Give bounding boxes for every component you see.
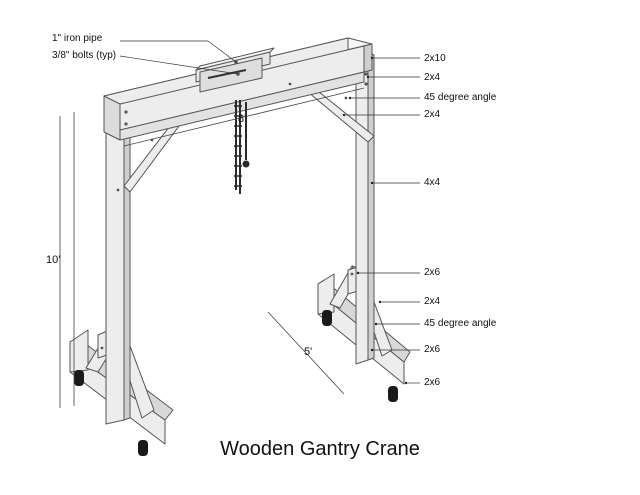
label-post-4x4: 4x4: [424, 177, 441, 188]
left-leg-assembly: [69, 91, 183, 445]
label-top-angle: 45 degree angle: [424, 92, 497, 103]
right-leg-assembly: [307, 51, 411, 385]
label-top-2x4: 2x4: [424, 72, 441, 83]
label-foot-2x4: 2x4: [424, 296, 441, 307]
leader-dots: [342, 56, 408, 385]
right-foot-pad: [317, 273, 335, 315]
dimension-span: 8': [238, 113, 247, 125]
beam-end-left: [103, 95, 121, 141]
leader-lines: [119, 40, 420, 384]
label-iron-pipe: 1" iron pipe: [52, 33, 103, 44]
center-cleat-lower: [199, 57, 263, 93]
label-foot-2x6-upper: 2x6: [424, 267, 441, 278]
wheels: [74, 310, 398, 456]
label-bolts: 3/8" bolts (typ): [52, 50, 117, 61]
label-brace-2x4: 2x4: [424, 109, 441, 120]
label-foot-2x6-base: 2x6: [424, 377, 441, 388]
chain-hoist: [234, 100, 250, 194]
right-post: [355, 51, 369, 365]
bolts: [100, 60, 368, 350]
diagram-title: Wooden Gantry Crane: [220, 438, 420, 460]
dimension-depth: 5': [304, 346, 313, 358]
left-foot-pad: [69, 329, 89, 373]
label-foot-2x6-mid: 2x6: [424, 344, 441, 355]
dimension-lines: [59, 87, 365, 408]
left-post: [105, 91, 125, 425]
label-beam-2x10: 2x10: [424, 53, 446, 64]
label-foot-angle: 45 degree angle: [424, 318, 497, 329]
dimension-height: 10': [46, 254, 61, 266]
iron-pipe: [207, 69, 247, 79]
